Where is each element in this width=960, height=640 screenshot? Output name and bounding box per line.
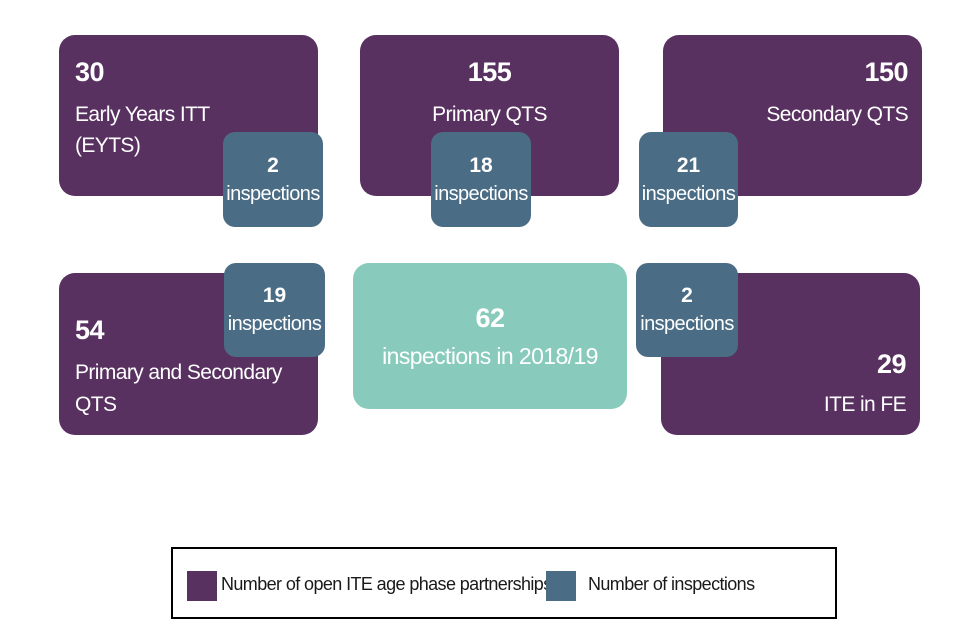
fe-label: ITE in FE [823, 393, 907, 416]
primary-secondary-partnership-count: 54 [75, 315, 105, 345]
secondary-inspections-count: 21 [676, 153, 701, 177]
fe-inspections-count: 2 [681, 284, 693, 307]
eyts-inspections-count: 2 [267, 153, 279, 177]
primary-partnership-count: 155 [467, 57, 512, 87]
badge-eyts-inspections: 2 inspections [223, 132, 323, 227]
legend-inspections-swatch [546, 571, 576, 601]
eyts-partnership-count: 30 [75, 57, 105, 87]
primary-secondary-label-line2: QTS [75, 393, 117, 416]
primary-secondary-inspections-label: inspections [227, 313, 322, 335]
badge-fe-inspections: 2 inspections [636, 263, 738, 357]
eyts-inspections-label: inspections [226, 182, 320, 205]
secondary-partnership-count: 150 [864, 57, 908, 87]
primary-inspections-label: inspections [434, 182, 528, 205]
legend: Number of open ITE age phase partnership… [171, 547, 837, 619]
fe-inspections-label: inspections [640, 313, 734, 335]
badge-secondary-inspections: 21 inspections [639, 132, 738, 227]
secondary-label: Secondary QTS [766, 103, 908, 126]
primary-label: Primary QTS [432, 103, 547, 126]
fe-partnership-count: 29 [876, 349, 907, 379]
eyts-label-line1: Early Years ITT [75, 103, 210, 126]
legend-partnerships-swatch [187, 571, 217, 601]
primary-secondary-label-line1: Primary and Secondary [75, 361, 282, 384]
badge-primary-inspections: 18 inspections [431, 132, 531, 227]
primary-secondary-inspections-count: 19 [262, 284, 287, 307]
legend-partnerships-label: Number of open ITE age phase partnership… [221, 574, 552, 594]
total-inspections-count: 62 [475, 303, 505, 333]
eyts-label-line2: (EYTS) [75, 134, 141, 157]
badge-primary-secondary-inspections: 19 inspections [224, 263, 325, 357]
total-inspections-label: inspections in 2018/19 [382, 343, 598, 369]
card-total-inspections: 62 inspections in 2018/19 [353, 263, 627, 409]
secondary-inspections-label: inspections [641, 182, 736, 205]
primary-inspections-count: 18 [469, 153, 493, 177]
card-early-years-itt: 30 Early Years ITT (EYTS) [59, 35, 318, 196]
legend-inspections-label: Number of inspections [588, 574, 755, 594]
